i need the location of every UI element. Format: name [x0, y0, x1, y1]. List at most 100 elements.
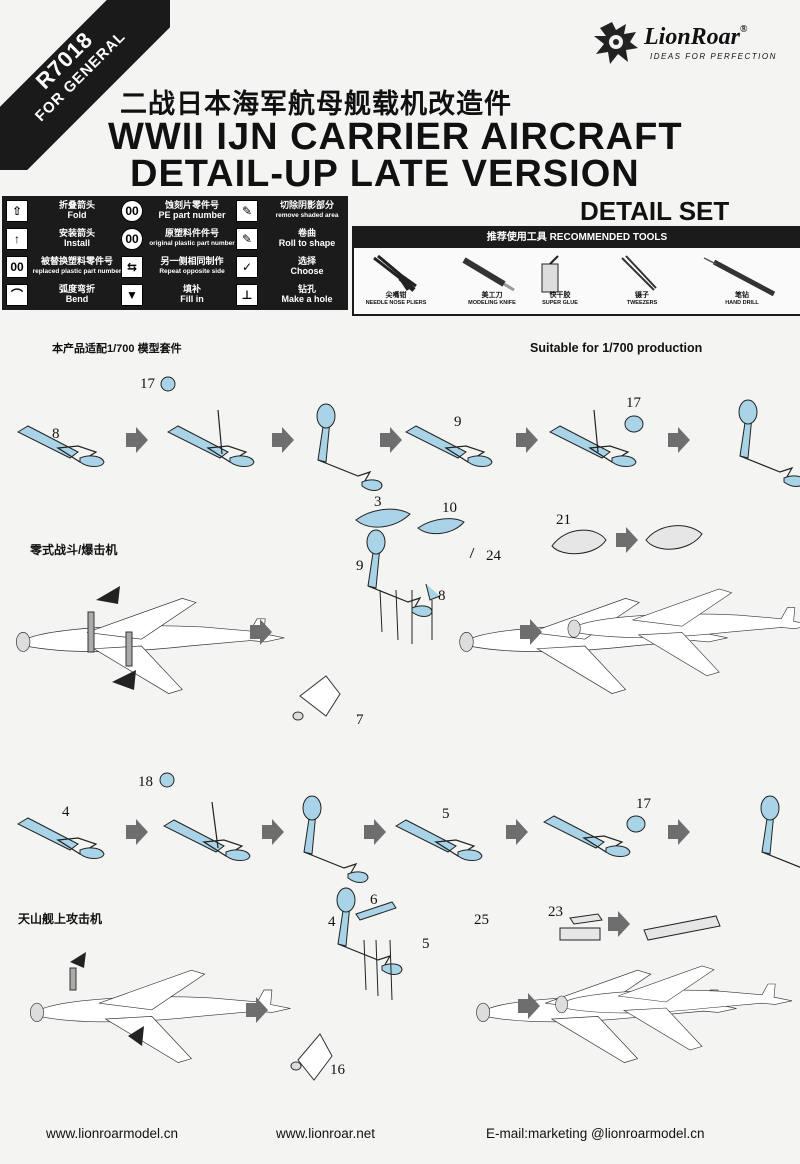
part-number-label: 8: [52, 426, 60, 442]
arrow-tenzan-3: [608, 911, 630, 937]
roll-icon: ✎: [236, 228, 258, 250]
part-number-label: 3: [374, 494, 382, 510]
choose-icon: ✓: [236, 256, 258, 278]
seat-step1: [17, 425, 105, 468]
tweezers-icon: [621, 255, 657, 291]
arrow-step1: [126, 427, 148, 453]
zero-seat-part: [366, 529, 433, 618]
seat-step6: [738, 399, 800, 488]
tenzan-seat-step3: [302, 795, 369, 884]
part-number-label: 25: [474, 912, 489, 928]
arrow-step4: [516, 427, 538, 453]
part-number-label: 18: [138, 774, 153, 790]
legend-plastic-number: 00 原塑料件件号 original plastic part number: [119, 226, 235, 252]
legend-bend: ⌒ 弧度弯折 Bend: [4, 282, 118, 308]
tenzan-plane-2: [476, 969, 737, 1063]
part-number-label: 4: [328, 914, 336, 930]
seat-step4: [405, 425, 493, 468]
part-number-label: 17: [140, 376, 155, 392]
bend-icon: ⌒: [6, 284, 28, 306]
compatibility-chinese: 本产品适配1/700 模型套件: [52, 343, 182, 355]
title-english-line1: WWII IJN CARRIER AIRCRAFT: [108, 116, 683, 158]
footer-email[interactable]: E-mail:marketing @lionroarmodel.cn: [486, 1126, 705, 1141]
tools-heading: 推荐使用工具 RECOMMENDED TOOLS: [354, 228, 800, 248]
symbol-legend: ⇧ 折叠箭头 Fold 00 蚀刻片零件号 PE part number ✎ 切…: [2, 196, 348, 310]
legend-repeat-side: ⇆ 另一侧相同制作 Repeat opposite side: [119, 254, 233, 280]
tenzan-arrow-5: [668, 819, 690, 845]
arrow-step3: [380, 427, 402, 453]
cut-shaded-icon: ✎: [236, 200, 258, 222]
tenzan-seat-step5: [543, 815, 631, 858]
tenzan-arrow-2: [262, 819, 284, 845]
part-number-label: 6: [370, 892, 378, 908]
brand-tagline: IDEAS FOR PERFECTION: [650, 52, 777, 61]
title-chinese: 二战日本海军航母舰载机改造件: [120, 89, 512, 120]
arrow-zero-3: [616, 527, 638, 553]
arrow-step2: [272, 427, 294, 453]
zero-plane-3: [567, 588, 800, 677]
part-number-label: 16: [330, 1062, 345, 1078]
tenzan-seat-step1: [17, 817, 105, 860]
zero-plane-1: [15, 598, 285, 694]
brand-logo: LionRoar® IDEAS FOR PERFECTION: [592, 18, 782, 68]
seat-step5: [549, 425, 637, 468]
part-number-label: 21: [556, 512, 571, 528]
legend-remove-shaded: ✎ 切除阴影部分 remove shaded area: [234, 198, 348, 224]
part-number-label: 17: [626, 395, 641, 411]
tenzan-arrow-4: [506, 819, 528, 845]
install-arrow-icon: ↑: [6, 228, 28, 250]
seat-step2: [167, 425, 255, 468]
part-number-label: 23: [548, 904, 563, 920]
footer-website-cn[interactable]: www.lionroarmodel.cn: [46, 1126, 179, 1141]
pliers-icon: [373, 254, 417, 292]
tenzan-arrow-1: [126, 819, 148, 845]
tenzan-seat-step2: [163, 819, 251, 862]
tenzan-seat-step6: [760, 795, 800, 884]
hand-drill-icon: [703, 257, 776, 297]
part-number-label: 5: [442, 806, 450, 822]
legend-replaced-number: 00 被替换塑料零件号 replaced plastic part number: [4, 254, 121, 280]
seat-step3: [316, 403, 383, 492]
legend-choose: ✓ 选择 Choose: [234, 254, 348, 280]
part-number-label: 8: [438, 588, 446, 604]
part-number-label: 17: [636, 796, 651, 812]
legend-install: ↑ 安装箭头 Install: [4, 226, 118, 252]
repeat-side-icon: ⇆: [121, 256, 143, 278]
tools-illustrations: [373, 254, 776, 297]
part-number-label: 9: [356, 558, 364, 574]
legend-roll: ✎ 卷曲 Roll to shape: [234, 226, 348, 252]
part-number-label: 5: [422, 936, 430, 952]
glue-icon: [541, 255, 559, 293]
brand-name: LionRoar®: [644, 24, 748, 50]
legend-make-hole: ⊥ 钻孔 Make a hole: [234, 282, 348, 308]
part-number-label: 10: [442, 500, 457, 516]
fold-arrow-icon: ⇧: [6, 200, 28, 222]
arrow-step5: [668, 427, 690, 453]
knife-icon: [462, 257, 515, 292]
part-number-label: 9: [454, 414, 462, 430]
section-label-tenzan: 天山舰上攻击机: [18, 912, 103, 926]
replaced-number-icon: 00: [6, 256, 28, 278]
part-number-label: 4: [62, 804, 70, 820]
part-number-label: 24: [486, 548, 501, 564]
detail-set-label: DETAIL SET: [580, 196, 730, 226]
section-label-zero: 零式战斗/爆击机: [30, 543, 118, 557]
drill-icon: ⊥: [236, 284, 258, 306]
legend-fold: ⇧ 折叠箭头 Fold: [4, 198, 118, 224]
lion-head-icon: [594, 22, 638, 64]
footer-website-net[interactable]: www.lionroar.net: [276, 1126, 376, 1141]
tenzan-seat-step4: [395, 819, 483, 862]
compatibility-english: Suitable for 1/700 production: [530, 341, 703, 355]
part-number-label: 7: [356, 712, 364, 728]
legend-fill-in: ▼ 填补 Fill in: [119, 282, 233, 308]
tenzan-arrow-3: [364, 819, 386, 845]
pe-number-icon: 00: [121, 200, 143, 222]
plastic-number-icon: 00: [121, 228, 143, 250]
